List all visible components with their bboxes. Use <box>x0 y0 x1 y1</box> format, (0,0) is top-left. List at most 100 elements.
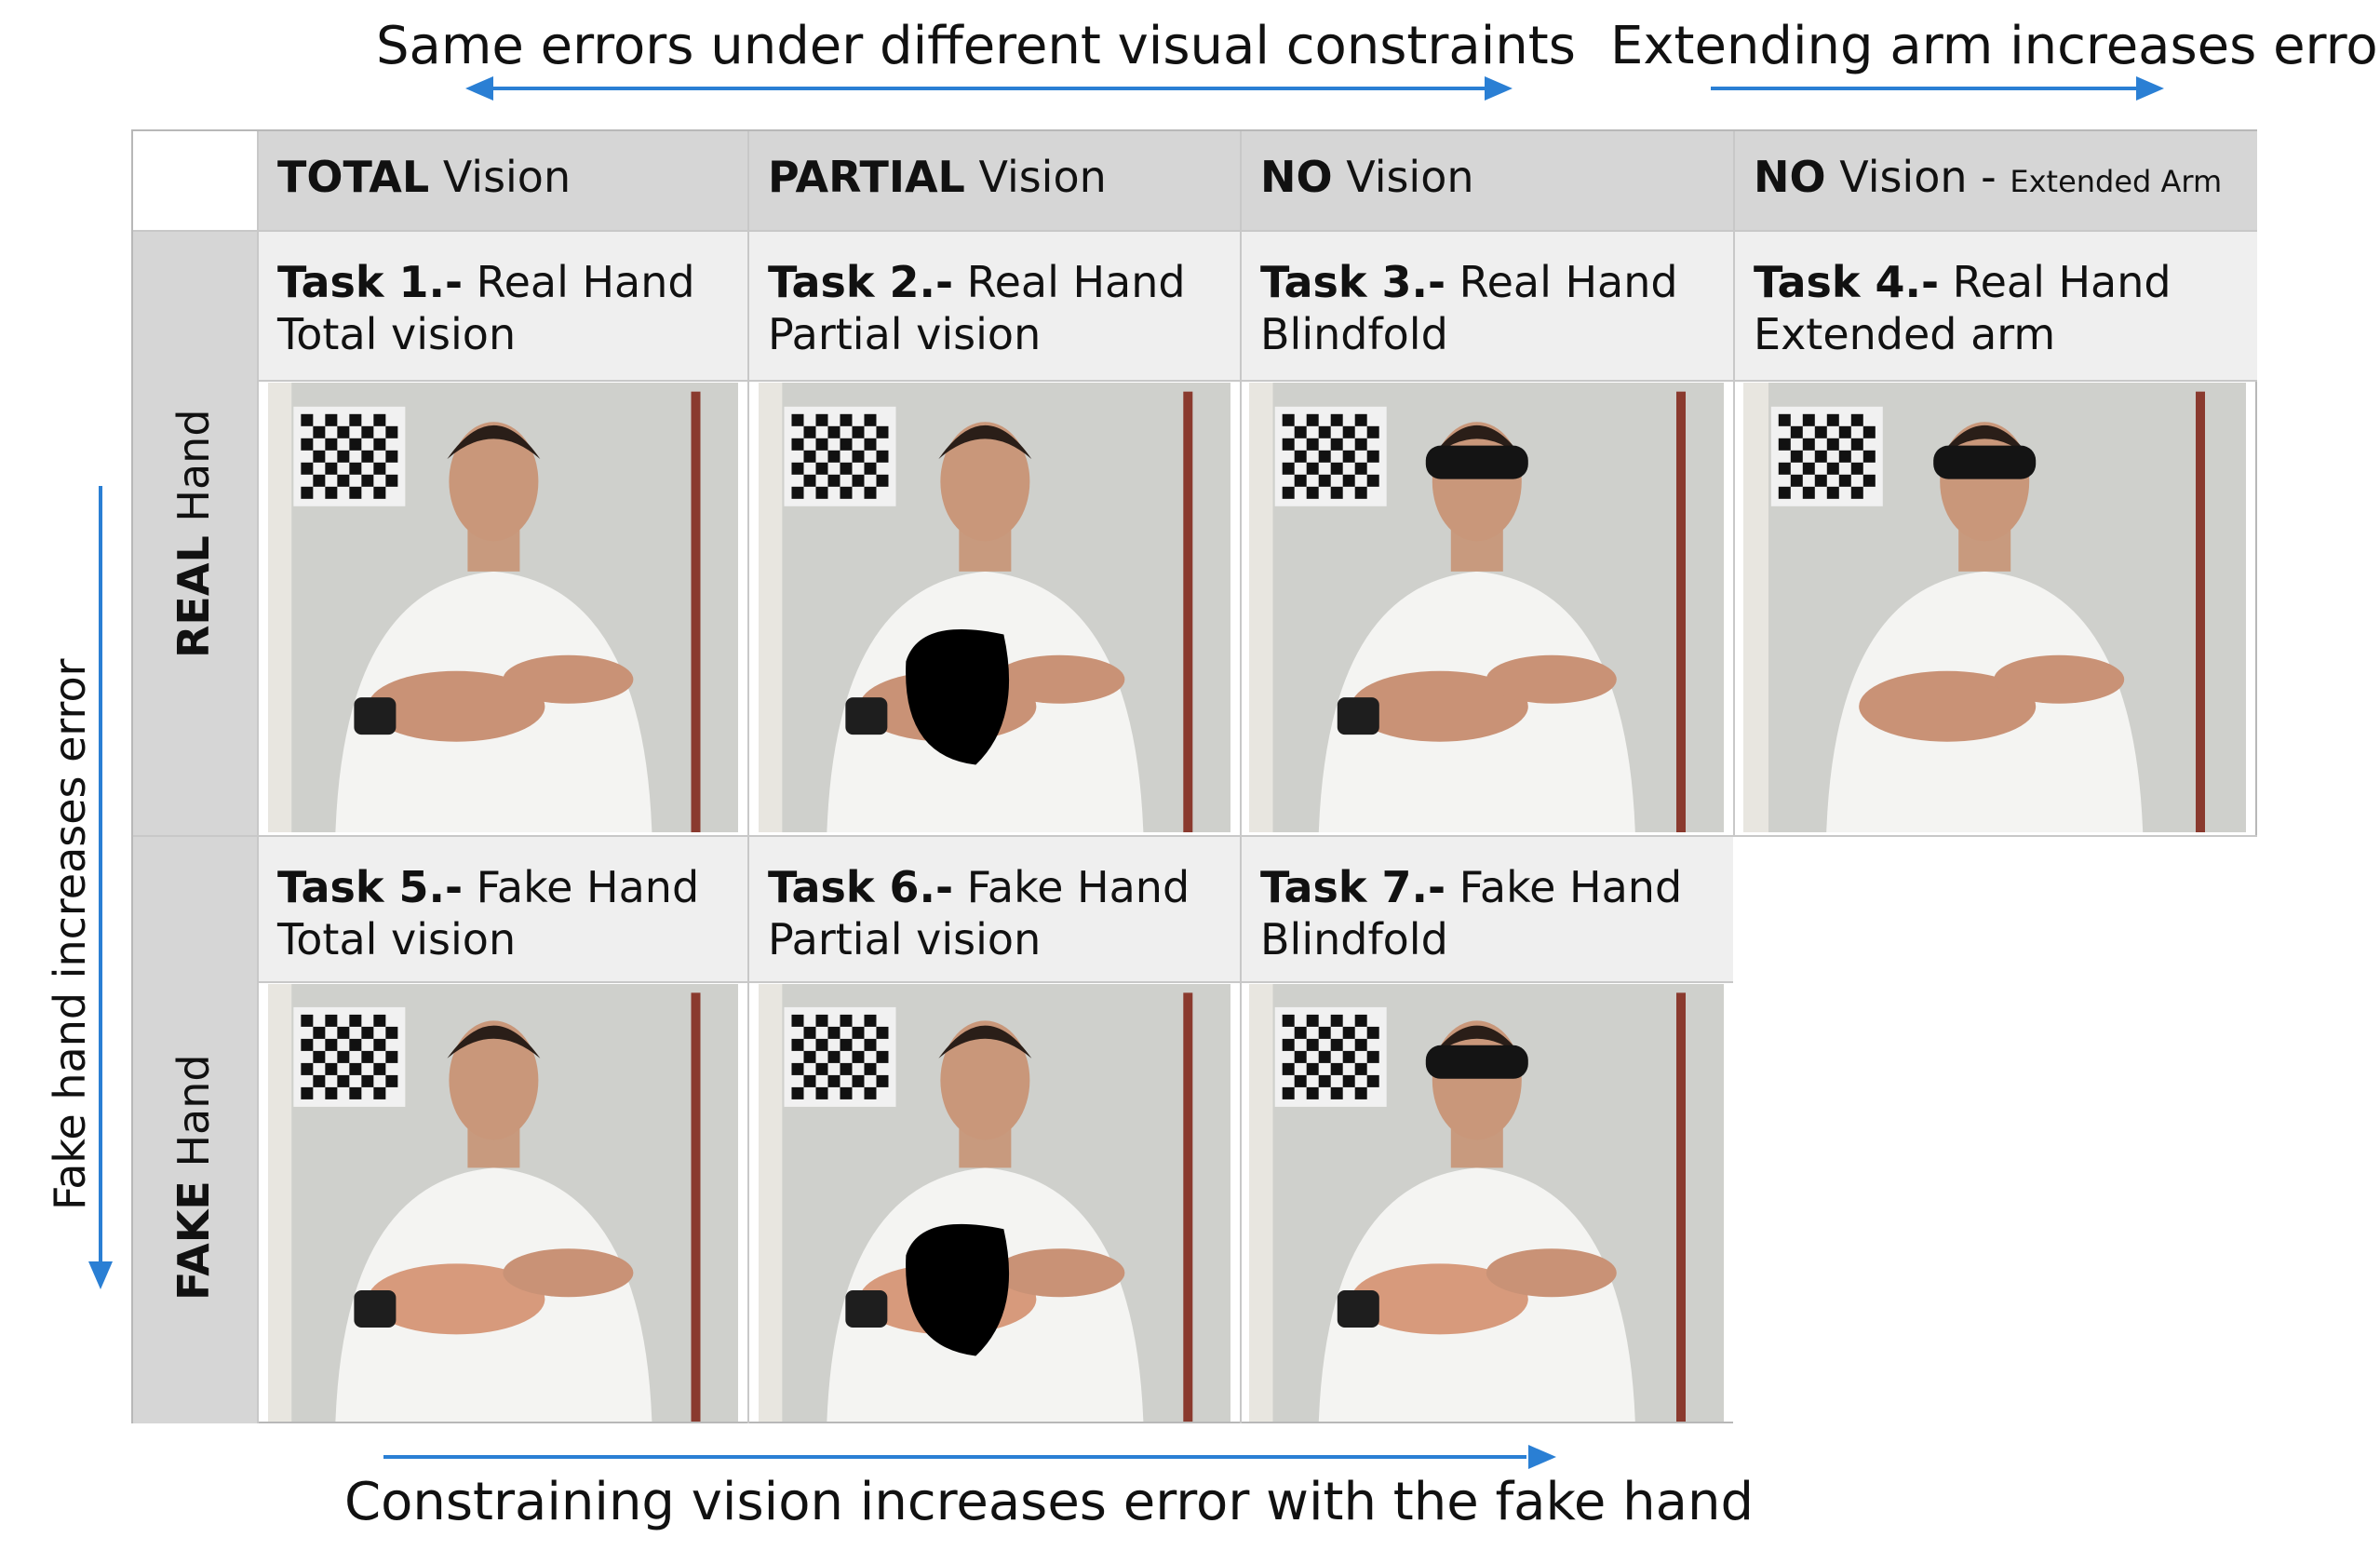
wrist-brace <box>354 697 397 735</box>
column-header-bold: TOTAL <box>277 152 430 202</box>
task-number: Task 3.- <box>1260 257 1446 307</box>
task-number: Task 2.- <box>768 257 954 307</box>
corner-cell <box>133 131 257 230</box>
task-condition: Blindfold <box>1260 309 1448 359</box>
photo-task-3 <box>1249 383 1724 832</box>
task-hand: Real Hand <box>1939 257 2172 307</box>
occluder <box>906 628 1010 765</box>
row-header-bold: FAKE <box>168 1180 219 1301</box>
hand <box>354 1248 634 1335</box>
pole <box>1183 391 1193 832</box>
task-hand: Real Hand <box>1445 257 1678 307</box>
wall-edge <box>268 383 292 832</box>
wrist-brace <box>845 697 888 735</box>
wall-edge <box>1743 383 1768 832</box>
down-arrow-icon <box>88 486 113 1289</box>
photo-task-4 <box>1743 383 2246 832</box>
column-header-rest: Vision <box>429 152 571 202</box>
column-header-bold: PARTIAL <box>768 152 965 202</box>
task-condition: Total vision <box>277 309 517 359</box>
column-header-bold: NO <box>1260 152 1333 202</box>
checkerboard <box>293 1006 406 1107</box>
photo-task-7 <box>1249 984 1724 1422</box>
pole <box>1676 391 1686 832</box>
task-hand: Fake Hand <box>1445 862 1683 912</box>
checkerboard <box>1274 406 1387 506</box>
task-condition: Blindfold <box>1260 914 1448 964</box>
checkerboard <box>784 1006 896 1107</box>
photo-task-6 <box>759 984 1230 1422</box>
bottom-right-arrow-icon <box>383 1445 1556 1469</box>
hand <box>1859 654 2125 742</box>
task-hand: Fake Hand <box>953 862 1190 912</box>
bottom-caption: Constraining vision increases error with… <box>344 1472 1755 1532</box>
column-header-bold: NO <box>1754 152 1826 202</box>
blindfold <box>1425 1045 1528 1079</box>
wall-edge <box>1249 383 1273 832</box>
task-hand: Real Hand <box>953 257 1186 307</box>
double-arrow-icon <box>465 76 1513 101</box>
pole <box>691 391 701 832</box>
checkerboard <box>784 406 896 506</box>
column-header-rest: Vision - <box>1825 152 2010 202</box>
task-condition: Partial vision <box>768 309 1042 359</box>
checkerboard <box>1770 406 1883 506</box>
wrist-brace <box>1337 697 1379 735</box>
column-header-small: Extended Arm <box>2010 164 2223 199</box>
task-hand: Real Hand <box>463 257 695 307</box>
top-left-caption: Same errors under different visual const… <box>376 16 1576 76</box>
row-header-fake-hand: FAKE Hand <box>133 835 257 1423</box>
wrist-brace <box>1337 1290 1379 1328</box>
column-header-no-vision: NO Vision <box>1240 131 1733 230</box>
task-condition: Total vision <box>277 914 517 964</box>
column-header-rest: Vision <box>964 152 1107 202</box>
pole <box>2196 391 2205 832</box>
hand <box>1337 654 1617 742</box>
task-condition: Partial vision <box>768 914 1042 964</box>
row-header-rest: Hand <box>168 1054 219 1181</box>
pole <box>1676 992 1686 1422</box>
column-header-rest: Vision <box>1332 152 1474 202</box>
right-arrow-icon <box>1711 76 2164 101</box>
wall-edge <box>759 383 783 832</box>
top-right-caption: Extending arm increases error <box>1610 16 2380 76</box>
task-condition: Extended arm <box>1754 309 2056 359</box>
column-header-no-vision-extended-arm: NO Vision - Extended Arm <box>1733 131 2257 230</box>
wrist-brace <box>845 1290 888 1328</box>
task-grid: TOTAL Vision PARTIAL Vision NO Vision NO… <box>131 129 2257 1423</box>
blindfold <box>1933 445 2037 479</box>
task-number: Task 6.- <box>768 862 954 912</box>
photo-task-1 <box>268 383 738 832</box>
wall-edge <box>268 984 292 1422</box>
checkerboard <box>1274 1006 1387 1107</box>
hand <box>354 654 634 742</box>
column-header-partial-vision: PARTIAL Vision <box>747 131 1240 230</box>
occluder <box>906 1223 1010 1356</box>
hand <box>1337 1248 1617 1335</box>
row-header-rest: Hand <box>168 409 219 536</box>
task-number: Task 7.- <box>1260 862 1446 912</box>
task-number: Task 1.- <box>277 257 464 307</box>
checkerboard <box>293 406 406 506</box>
pole <box>1183 992 1193 1422</box>
person <box>827 422 1144 832</box>
pole <box>691 992 701 1422</box>
task-hand: Fake Hand <box>463 862 700 912</box>
row-header-bold: REAL <box>168 535 219 658</box>
task-number: Task 5.- <box>277 862 464 912</box>
wall-edge <box>759 984 783 1422</box>
column-header-total-vision: TOTAL Vision <box>257 131 747 230</box>
wall-edge <box>1249 984 1273 1422</box>
photo-task-5 <box>268 984 738 1422</box>
blindfold <box>1425 445 1528 479</box>
task-number: Task 4.- <box>1754 257 1940 307</box>
photo-task-2 <box>759 383 1230 832</box>
top-arrows <box>465 76 2164 101</box>
